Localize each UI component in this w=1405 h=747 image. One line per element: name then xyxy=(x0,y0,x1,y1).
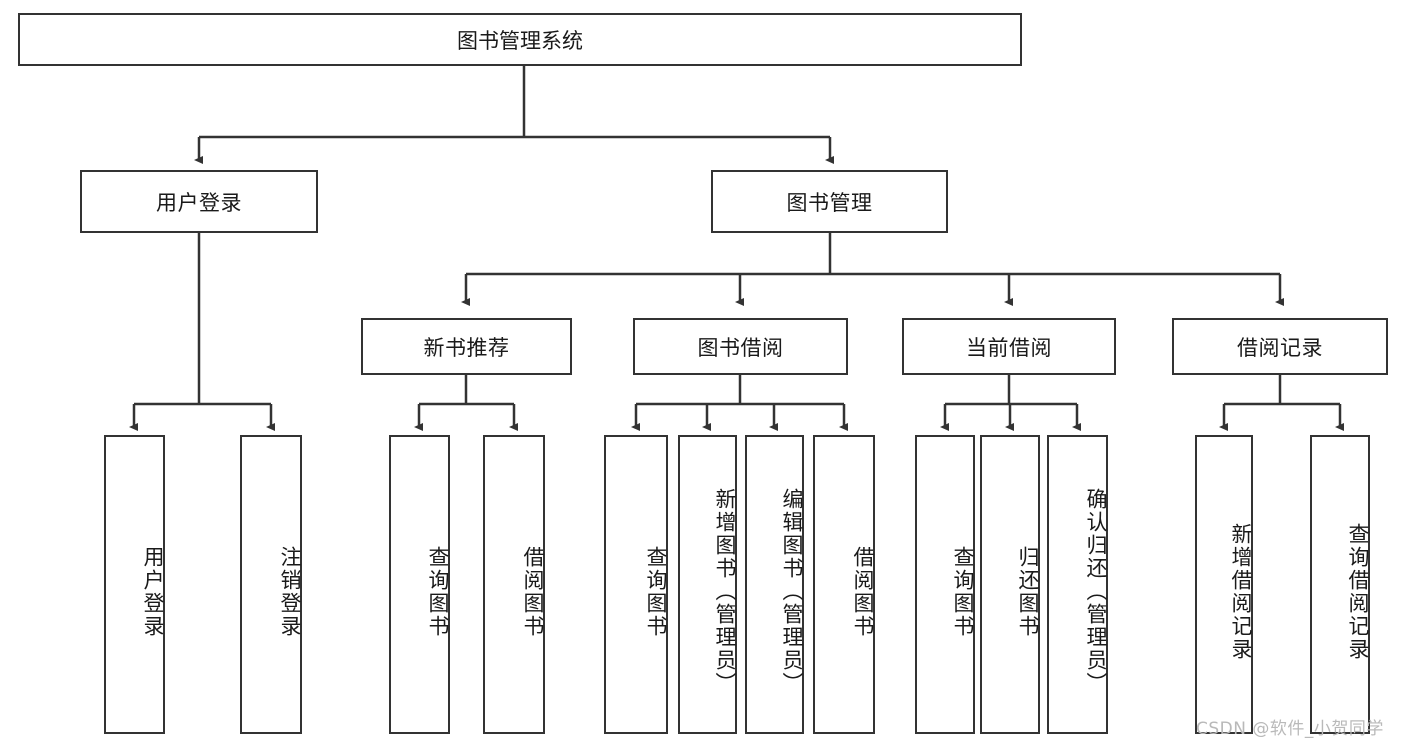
node-leaf-user-login[interactable]: 用户登录 xyxy=(104,435,165,734)
node-leaf-query-record-label: 查询借阅记录 xyxy=(1346,522,1370,661)
node-leaf-query-book-3-label: 查询图书 xyxy=(951,545,975,638)
node-leaf-query-book-1[interactable]: 查询图书 xyxy=(389,435,450,734)
node-leaf-return-book[interactable]: 归还图书 xyxy=(980,435,1040,734)
node-leaf-add-record[interactable]: 新增借阅记录 xyxy=(1195,435,1253,734)
node-leaf-query-book-2[interactable]: 查询图书 xyxy=(604,435,668,734)
node-leaf-user-login-label: 用户登录 xyxy=(141,545,165,638)
node-leaf-borrow-book-2[interactable]: 借阅图书 xyxy=(813,435,875,734)
node-borrow-record[interactable]: 借阅记录 xyxy=(1172,318,1388,375)
node-leaf-borrow-book-1-label: 借阅图书 xyxy=(521,545,545,638)
node-leaf-logout[interactable]: 注销登录 xyxy=(240,435,302,734)
node-leaf-query-book-1-label: 查询图书 xyxy=(426,545,450,638)
node-user-login-label: 用户登录 xyxy=(156,190,242,215)
node-root-label: 图书管理系统 xyxy=(457,28,583,53)
node-book-borrow-label: 图书借阅 xyxy=(697,335,784,360)
node-book-management[interactable]: 图书管理 xyxy=(711,170,948,233)
node-leaf-confirm-return-label: 确认归还（管理员） xyxy=(1084,488,1108,695)
node-leaf-logout-label: 注销登录 xyxy=(278,545,302,638)
node-leaf-add-record-label: 新增借阅记录 xyxy=(1229,522,1253,661)
node-leaf-borrow-book-2-label: 借阅图书 xyxy=(851,545,875,638)
node-leaf-query-book-3[interactable]: 查询图书 xyxy=(915,435,975,734)
node-book-borrow[interactable]: 图书借阅 xyxy=(633,318,848,375)
node-current-borrow[interactable]: 当前借阅 xyxy=(902,318,1116,375)
node-new-book-recommend-label: 新书推荐 xyxy=(423,335,510,360)
node-new-book-recommend[interactable]: 新书推荐 xyxy=(361,318,572,375)
node-leaf-edit-book-label: 编辑图书（管理员） xyxy=(780,488,804,695)
node-leaf-query-book-2-label: 查询图书 xyxy=(644,545,668,638)
node-book-management-label: 图书管理 xyxy=(786,190,873,215)
node-root[interactable]: 图书管理系统 xyxy=(18,13,1022,66)
node-leaf-return-book-label: 归还图书 xyxy=(1016,545,1040,638)
node-current-borrow-label: 当前借阅 xyxy=(966,335,1052,360)
node-leaf-borrow-book-1[interactable]: 借阅图书 xyxy=(483,435,545,734)
node-borrow-record-label: 借阅记录 xyxy=(1237,335,1323,360)
node-leaf-add-book-label: 新增图书（管理员） xyxy=(713,488,737,695)
node-leaf-confirm-return[interactable]: 确认归还（管理员） xyxy=(1047,435,1108,734)
node-user-login[interactable]: 用户登录 xyxy=(80,170,318,233)
node-leaf-query-record[interactable]: 查询借阅记录 xyxy=(1310,435,1370,734)
node-leaf-add-book[interactable]: 新增图书（管理员） xyxy=(678,435,737,734)
node-leaf-edit-book[interactable]: 编辑图书（管理员） xyxy=(745,435,804,734)
watermark: CSDN @软件_小贺同学 xyxy=(1196,719,1384,739)
